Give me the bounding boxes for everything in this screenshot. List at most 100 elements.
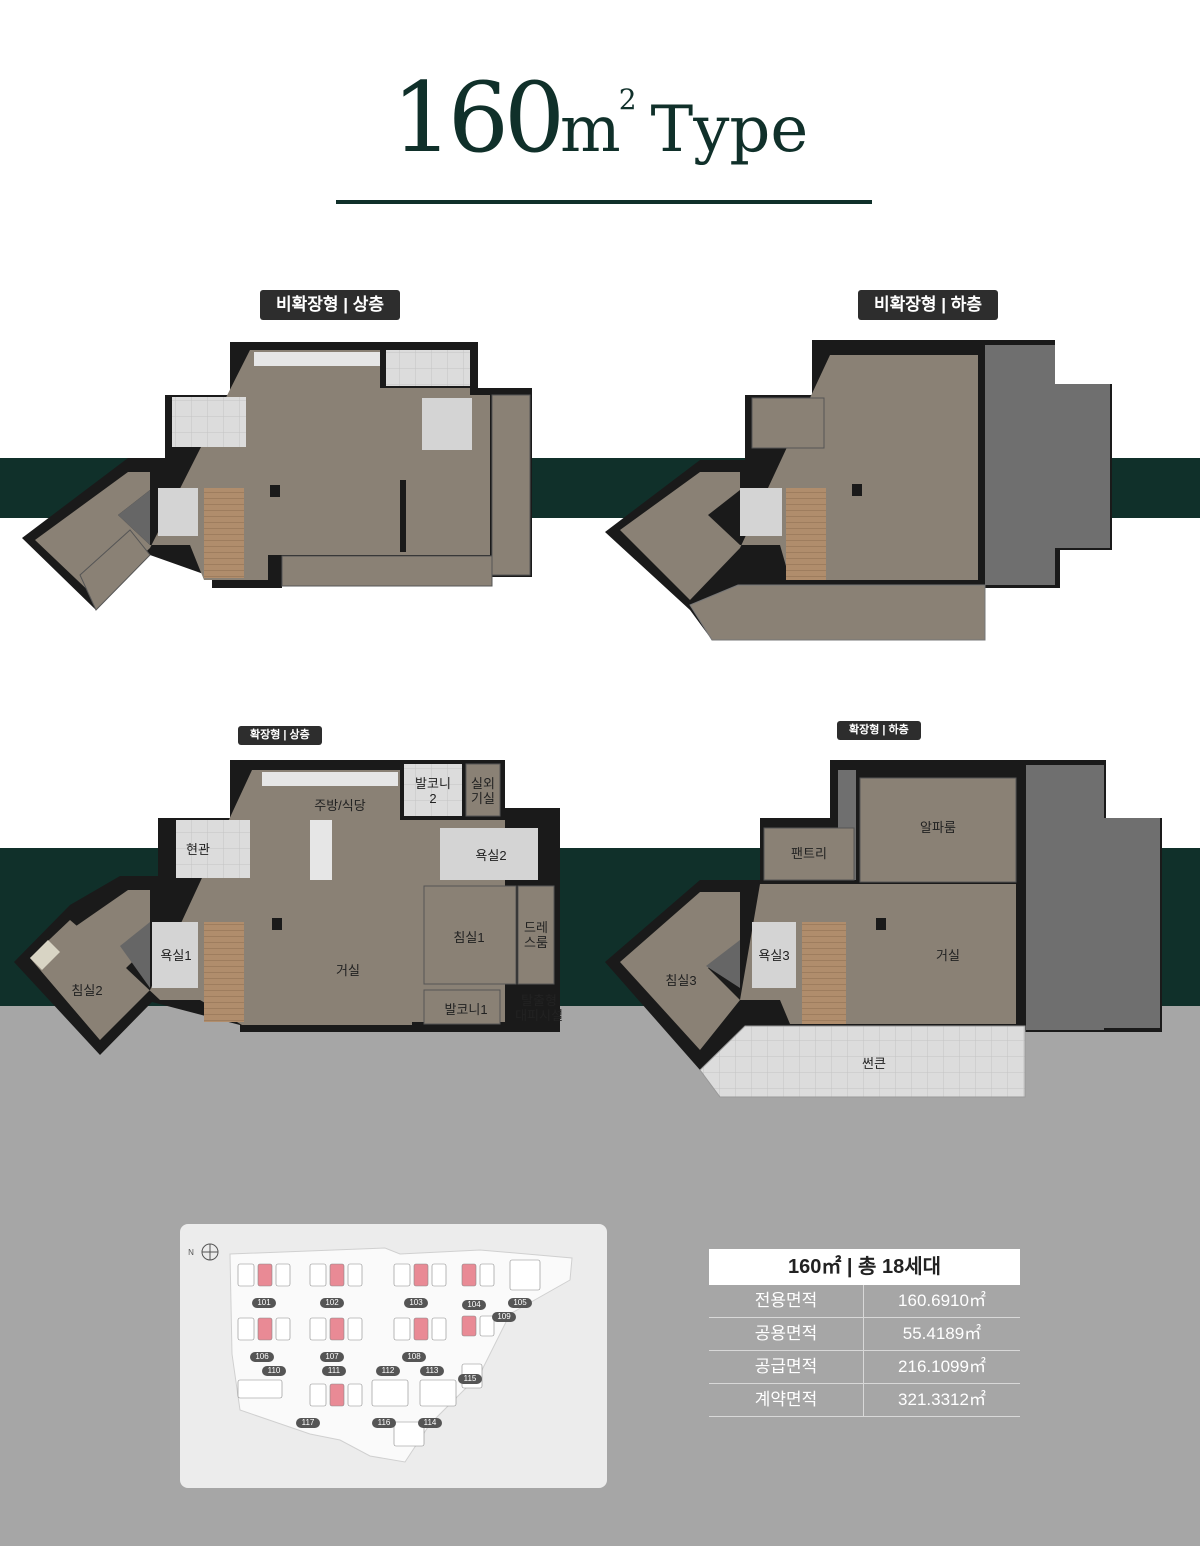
balcony-terrace: [689, 584, 986, 641]
column: [876, 918, 886, 930]
dressroom: [517, 885, 555, 985]
stairs: [802, 922, 846, 1024]
column: [272, 918, 282, 930]
floor: [620, 355, 978, 600]
building-107: 107: [320, 1352, 344, 1362]
wall-segment: [400, 480, 406, 552]
island: [310, 820, 332, 880]
title-number: 160: [391, 62, 565, 174]
label-non-expanded-lower: 비확장형 | 하층: [858, 290, 999, 320]
building-115: 115: [458, 1374, 482, 1384]
room-bedroom2: 침실2: [71, 983, 103, 998]
title-type: Type: [650, 93, 809, 167]
building-112: 112: [376, 1366, 400, 1376]
area-label: 전용면적: [709, 1285, 864, 1317]
bathroom1: [158, 488, 198, 536]
floor: [35, 350, 490, 598]
building-117: 117: [296, 1418, 320, 1428]
balcony-tile: [386, 350, 470, 386]
room-bath3: 욕실3: [758, 948, 790, 963]
label-expanded-lower: 확장형 | 하층: [837, 721, 921, 740]
building-110: 110: [262, 1366, 286, 1376]
building-105: 105: [508, 1298, 532, 1308]
label-expanded-upper: 확장형 | 상층: [238, 726, 322, 745]
bathroom1: [152, 922, 198, 988]
stairs: [204, 922, 244, 1022]
area-table-header: 160㎡ | 총 18세대: [709, 1249, 1020, 1285]
building-116: 116: [372, 1418, 396, 1428]
room-bath1: 욕실1: [160, 948, 192, 963]
column: [852, 484, 862, 496]
room-sunken: 썬큰: [862, 1056, 886, 1071]
floor: [30, 770, 505, 1040]
shaft: [118, 490, 150, 545]
area-row: 공급면적 216.1099㎡: [709, 1351, 1020, 1384]
building-104: 104: [462, 1300, 486, 1310]
room-living-lower: 거실: [936, 948, 960, 963]
gray-wing: [1026, 765, 1104, 1030]
alpha-room: [859, 777, 1017, 883]
title-underline: [336, 200, 872, 204]
shaft: [120, 922, 150, 988]
kitchen-counter: [254, 352, 380, 366]
room-alpha: 알파룸: [920, 820, 956, 835]
area-value: 160.6910㎡: [898, 1291, 986, 1310]
gray-wing: [985, 345, 1055, 585]
balcony1: [423, 989, 501, 1025]
building-114: 114: [418, 1418, 442, 1428]
area-value: 321.3312㎡: [898, 1390, 986, 1409]
bathroom3: [752, 922, 796, 988]
room-bedroom3: 침실3: [665, 973, 697, 988]
balcony1: [281, 555, 493, 587]
room-evacuation: 탈출형 대피시설: [515, 993, 563, 1023]
building-109: 109: [492, 1312, 516, 1322]
building-111: 111: [322, 1366, 346, 1376]
entrance-tile: [172, 397, 246, 447]
plan-expanded-lower: [605, 760, 1162, 1098]
area-row: 계약면적 321.3312㎡: [709, 1384, 1020, 1417]
room-kitchen: 주방/식당: [314, 798, 366, 813]
room-outdoor-unit: 실외 기실: [471, 776, 495, 806]
area-label: 계약면적: [709, 1384, 864, 1416]
room-living-upper: 거실: [336, 963, 360, 978]
building-113: 113: [420, 1366, 444, 1376]
area-label: 공급면적: [709, 1351, 864, 1383]
room-dressroom: 드레 스룸: [524, 920, 548, 950]
balcony2-tile: [404, 764, 462, 816]
pantry: [763, 827, 855, 881]
building-102: 102: [320, 1298, 344, 1308]
kitchen-counter: [262, 772, 398, 786]
building-103: 103: [404, 1298, 428, 1308]
room-balcony2: 발코니 2: [415, 776, 451, 806]
room-balcony1: 발코니1: [444, 1002, 488, 1017]
gray-annex: [1100, 818, 1160, 1028]
side-room: [751, 397, 825, 449]
bedroom2-window: [30, 940, 60, 970]
room-entrance: 현관: [186, 842, 210, 857]
room-bath2: 욕실2: [475, 848, 507, 863]
bedroom1: [423, 885, 517, 985]
room-pantry: 팬트리: [791, 846, 827, 861]
bathroom3: [740, 488, 782, 536]
side-storage: [491, 394, 531, 576]
entrance-tile: [176, 820, 250, 878]
title-superscript: 2: [618, 83, 637, 116]
stairs: [786, 488, 826, 580]
area-table: 160㎡ | 총 18세대 전용면적 160.6910㎡ 공용면적 55.418…: [709, 1249, 1020, 1417]
site-minimap: 101 102 103 104 105 106 107 108 109 110 …: [180, 1224, 607, 1488]
compass-label: N: [188, 1248, 194, 1257]
outdoor-unit: [465, 763, 501, 817]
floor-plans: [14, 340, 1162, 1098]
building-101: 101: [252, 1298, 276, 1308]
area-value: 55.4189㎡: [902, 1324, 982, 1343]
bathroom2: [422, 398, 472, 450]
stairs: [204, 488, 244, 578]
plan-non-expanded-upper: [22, 342, 532, 611]
area-label: 공용면적: [709, 1318, 864, 1350]
site-plan: [201, 1243, 573, 1463]
area-value: 216.1099㎡: [898, 1357, 986, 1376]
area-row: 공용면적 55.4189㎡: [709, 1318, 1020, 1351]
balcony-wing: [79, 529, 151, 611]
building-106: 106: [250, 1352, 274, 1362]
